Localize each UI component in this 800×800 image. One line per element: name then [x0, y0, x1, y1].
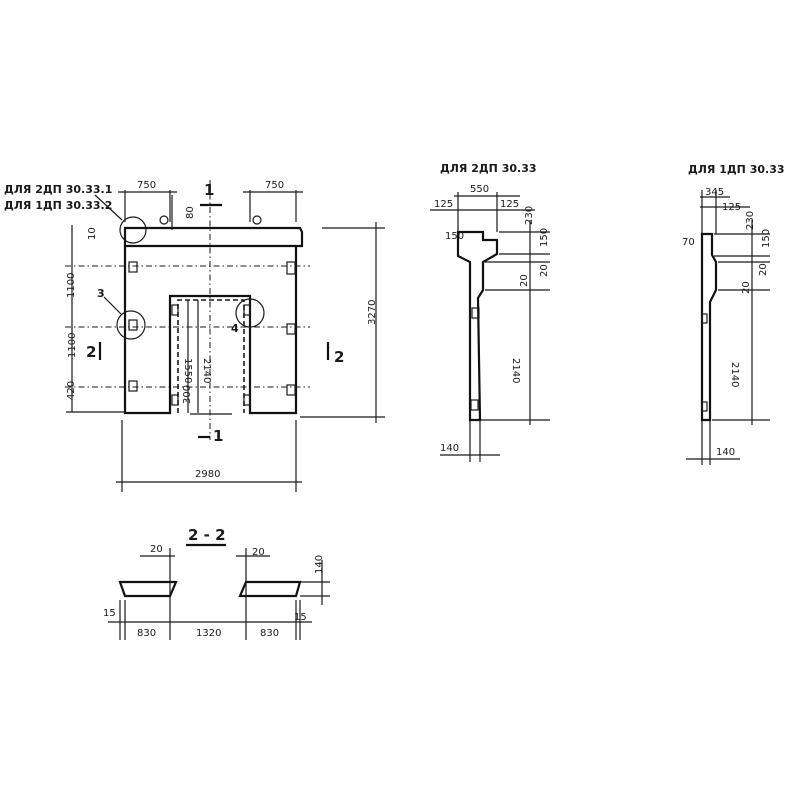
- section-1-bottom: 1: [213, 427, 223, 445]
- dim-2dp-20a: 20: [539, 264, 550, 277]
- dim-2dp-150-left: 150: [445, 231, 464, 242]
- section-2-2-right-part: [238, 580, 302, 598]
- section-2dp-title: ДЛЯ 2ДП 30.33: [440, 162, 537, 175]
- callout-note: ДЛЯ 2ДП 30.33.1 ДЛЯ 1ДП 30.33.2: [4, 183, 147, 244]
- section-2-left: 2: [86, 343, 96, 361]
- insert-left-1: [128, 261, 138, 273]
- section-1dp: ДЛЯ 1ДП 30.33 345 125 70 230 150 20 20 2…: [682, 163, 785, 465]
- section-1dp-title: ДЛЯ 1ДП 30.33: [688, 163, 785, 176]
- dim-1dp-150: 150: [761, 229, 772, 248]
- dim-1dp-20a: 20: [758, 263, 769, 276]
- dim-1dp-125: 125: [722, 202, 741, 213]
- dim-2dp-125a: 125: [434, 199, 453, 210]
- section-1dp-insert-2: [701, 401, 708, 412]
- section-1dp-insert-1: [701, 313, 708, 324]
- height-dimension-lines: [300, 222, 385, 423]
- section-2-2-top-dims: [140, 548, 270, 600]
- callout-circle: [119, 216, 147, 244]
- insert-inner-3: [243, 304, 251, 316]
- insert-right-2: [286, 323, 296, 335]
- section-2dp-bottom-dims: [440, 420, 500, 462]
- top-extension-lines: [124, 190, 297, 222]
- node-4-label: 4: [231, 322, 239, 335]
- dim-width-2980: 2980: [195, 469, 220, 480]
- dim-1dp-230: 230: [745, 211, 756, 230]
- dim-left-420: 420: [66, 381, 77, 400]
- dim-2-2-140: 140: [314, 555, 325, 574]
- section-2dp: ДЛЯ 2ДП 30.33 550 125 125 150 230 150 20…: [430, 162, 550, 462]
- lifting-lug-left: [159, 215, 169, 225]
- section-2-right: 2: [334, 348, 344, 366]
- lifting-lug-right: [252, 215, 262, 225]
- insert-inner-2: [171, 394, 179, 406]
- section-1dp-top-dims: [700, 190, 750, 234]
- dim-2dp-125b: 125: [500, 199, 519, 210]
- dim-2dp-550: 550: [470, 184, 489, 195]
- section-2dp-insert-1: [471, 307, 480, 319]
- section-2-2-title: 2 - 2: [188, 526, 226, 544]
- dim-inner-1550: 1550: [182, 358, 193, 383]
- section-2-2-left-part: [118, 580, 178, 598]
- dim-1dp-2140: 2140: [729, 362, 740, 387]
- section-1dp-profile: [700, 232, 718, 422]
- front-view: 3 4 750 750 80 1 1 2 2 10 1100 1100 420: [65, 180, 385, 492]
- section-2-2-bottom-dims: [108, 600, 312, 640]
- dim-2-2-20-left: 20: [150, 544, 163, 555]
- dim-top-left: 750: [137, 180, 156, 191]
- dim-2dp-2140: 2140: [510, 358, 521, 383]
- insert-left-2: [128, 319, 138, 331]
- dim-2dp-20b: 20: [519, 274, 530, 287]
- callout-line-1: ДЛЯ 2ДП 30.33.1: [4, 183, 112, 196]
- dim-2dp-150-right: 150: [539, 228, 550, 247]
- callout-leader: [94, 194, 123, 221]
- dim-2-2-830-right: 830: [260, 628, 279, 639]
- dim-1dp-140: 140: [716, 447, 735, 458]
- section-2dp-insert-2: [470, 399, 479, 411]
- section-1-top: 1: [204, 181, 214, 199]
- dim-2-2-15-right: 15: [294, 612, 307, 623]
- section-2dp-dim-550-line: [454, 192, 520, 232]
- dim-inner-300: 300: [182, 385, 193, 404]
- insert-inner-1: [171, 304, 179, 316]
- insert-right-3: [286, 384, 296, 396]
- dim-1dp-70: 70: [682, 237, 695, 248]
- dim-2-2-1320: 1320: [196, 628, 221, 639]
- top-beam: [123, 226, 304, 248]
- dim-left-10: 10: [87, 227, 98, 240]
- dim-2dp-230: 230: [524, 206, 535, 225]
- dim-left-1100b: 1100: [67, 333, 78, 358]
- section-2-2: 2 - 2 20 20 140 15 830 1320 830 15: [103, 526, 330, 640]
- section-2dp-right-dims: [480, 220, 550, 425]
- callout-line-2: ДЛЯ 1ДП 30.33.2: [4, 199, 112, 212]
- inner-opening-dashed: [177, 299, 245, 413]
- frame-outline: [123, 246, 298, 415]
- section-2-2-height-dims: [300, 560, 330, 605]
- dim-2-2-20-right: 20: [252, 547, 265, 558]
- section-2dp-profile: [456, 230, 499, 422]
- dim-1dp-345: 345: [705, 187, 724, 198]
- dim-left-1100a: 1100: [66, 273, 77, 298]
- inner-dimension-lines: [187, 300, 199, 413]
- section-1dp-bottom-dims: [686, 420, 740, 465]
- section-1dp-right-dims: [712, 220, 770, 425]
- dim-1dp-20b: 20: [741, 281, 752, 294]
- dim-inner-2140: 2140: [201, 358, 212, 383]
- node-3-label: 3: [97, 287, 105, 300]
- dim-top-80: 80: [185, 206, 196, 219]
- dim-height-3270: 3270: [367, 300, 378, 325]
- dim-2-2-15-left: 15: [103, 608, 116, 619]
- width-dimension-lines: [116, 420, 302, 492]
- insert-right-1: [286, 261, 296, 275]
- dim-top-right: 750: [265, 180, 284, 191]
- dim-2-2-830-left: 830: [137, 628, 156, 639]
- node-3-circle: [116, 310, 146, 340]
- insert-inner-4: [243, 394, 251, 406]
- dim-2dp-140: 140: [440, 443, 459, 454]
- insert-left-3: [128, 380, 138, 392]
- node-3-leader: [103, 296, 122, 315]
